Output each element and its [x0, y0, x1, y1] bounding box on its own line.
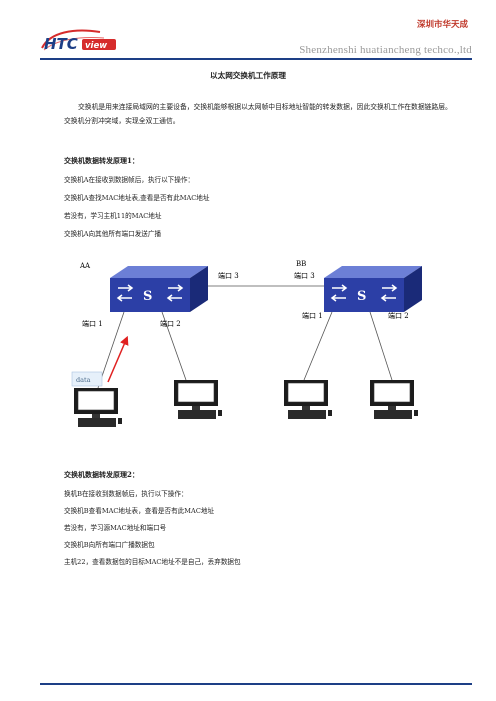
intro-paragraph: 交换机是用来连接局域网的主要设备，交换机能够根据以太网帧中目标地址智能的转发数据… [64, 103, 452, 125]
section2-line: 若没有，学习源MAC地址和端口号 [64, 524, 167, 532]
section1-line: 交换机A在接收到数据帧后，执行以下操作： [64, 176, 195, 184]
section1-heading: 交换机数据转发原理1： [64, 156, 139, 165]
section2-line: 交换机B向所有端口广播数据包 [64, 541, 155, 549]
network-diagram: S S AA BB 端口 3 端口 1 端口 2 端口 3 端口 1 端口 2 … [71, 260, 422, 427]
port-label: 端口 2 [388, 311, 409, 320]
link-b-host3 [303, 311, 333, 381]
section2-line: 交换机B查看MAC地址表，查看是否有此MAC地址 [64, 507, 215, 515]
host-computer-3 [284, 380, 332, 419]
link-a-host2 [161, 311, 187, 381]
switch-b-label: BB [296, 260, 306, 268]
section2-line: 换机B在接收到数据帧后，执行以下操作： [64, 490, 188, 498]
switch-glyph: S [143, 289, 152, 304]
switch-a-label: AA [79, 262, 91, 270]
company-name-cn: 深圳市华天成 [416, 20, 468, 30]
switch-glyph: S [357, 289, 366, 304]
data-frame-label: data [76, 376, 91, 384]
section2-line: 主机22，查看数据包的目标MAC地址不是自己，丢弃数据包 [64, 558, 241, 566]
header-divider [40, 58, 472, 60]
port-label: 端口 2 [160, 319, 181, 328]
switch-bb: S [324, 266, 422, 312]
footer-divider [40, 683, 472, 685]
host-computer-4 [370, 380, 418, 419]
link-a-host1 [97, 311, 125, 389]
page-title: 以太网交换机工作原理 [210, 71, 286, 80]
link-b-host4 [369, 311, 393, 381]
svg-text:HTC: HTC [44, 35, 78, 53]
svg-text:view: view [85, 41, 107, 51]
switch-aa: S [110, 266, 208, 312]
data-arrow [107, 335, 129, 383]
host-computer-1 [74, 388, 122, 427]
host-computer-2 [174, 380, 222, 419]
port-label: 端口 3 [218, 271, 239, 280]
data-frame-box [71, 371, 103, 387]
section1-line: 交换机A向其他所有端口发送广播 [64, 230, 162, 238]
company-name-en: Shenzhenshi huatiancheng techco.,ltd [299, 44, 472, 56]
htc-logo: HTC view [41, 29, 116, 53]
port-label: 端口 3 [294, 271, 315, 280]
port-label: 端口 1 [302, 311, 323, 320]
section2-heading: 交换机数据转发原理2： [64, 470, 139, 479]
section1-line: 若没有，学习主机11的MAC地址 [64, 212, 162, 220]
port-label: 端口 1 [82, 319, 103, 328]
section1-line: 交换机A查找MAC地址表,查看是否有此MAC地址 [64, 194, 210, 202]
